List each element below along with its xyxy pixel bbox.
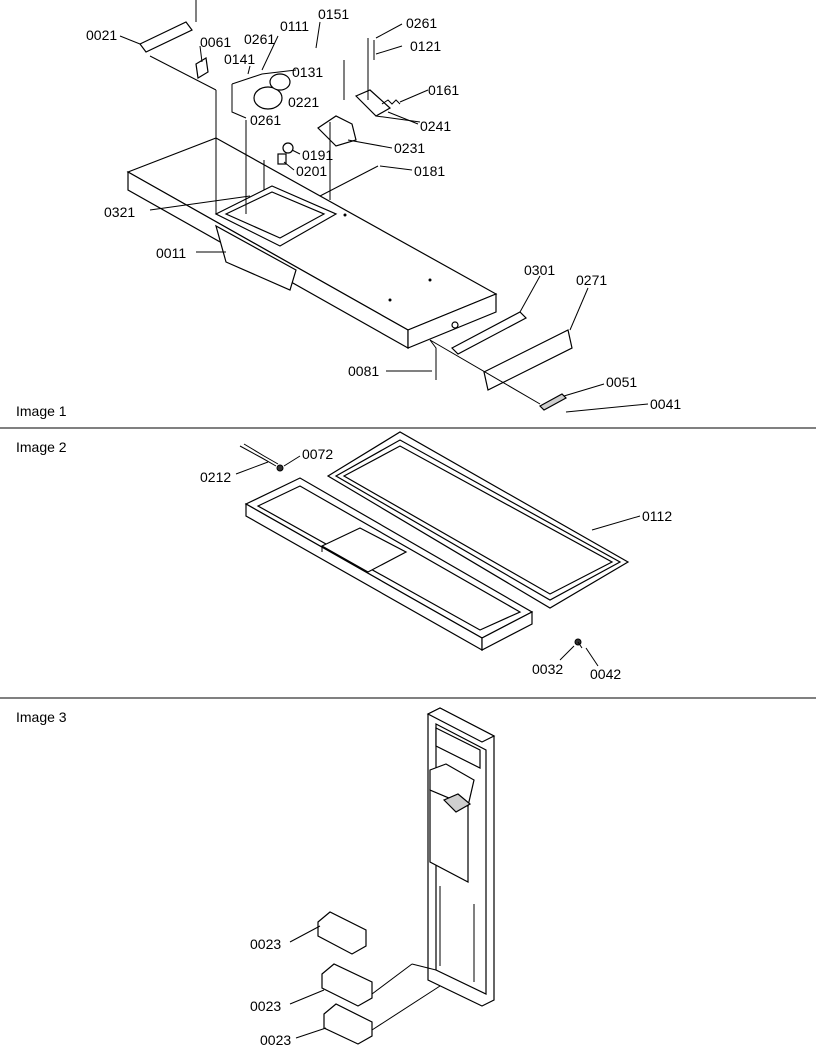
trim-0271: [483, 329, 573, 391]
callout: 0201: [296, 163, 327, 179]
callout: 0081: [348, 363, 379, 379]
callout: 0231: [394, 140, 425, 156]
callout: 0221: [288, 94, 319, 110]
callout: 0021: [86, 27, 117, 43]
callout: 0212: [200, 469, 231, 485]
callout: 0301: [524, 262, 555, 278]
callout: 0023: [250, 936, 281, 952]
light-0051: [539, 393, 567, 411]
callout: 0011: [156, 245, 186, 261]
callout: 0141: [224, 51, 255, 67]
panel-title-3: Image 3: [16, 709, 67, 725]
image1-drawing: [119, 0, 649, 413]
gasket-0112-inner2: [342, 445, 614, 595]
image3-drawing: [289, 707, 496, 1045]
callout: 0042: [590, 666, 621, 682]
grommet-0072: [276, 464, 284, 472]
panel-frame-side: [481, 611, 533, 651]
door-top: [426, 707, 496, 743]
callout: 0051: [606, 374, 637, 390]
door-top-shelf: [435, 727, 481, 769]
callout: 0032: [532, 661, 563, 677]
callout: 0271: [576, 272, 607, 288]
image2-callouts: 0212 0072 0112 0032 0042: [200, 446, 672, 682]
screw: [451, 321, 459, 329]
callout: 0023: [260, 1032, 291, 1048]
bracket-0021: [139, 21, 193, 53]
callout: 0112: [642, 508, 672, 524]
callout: 0061: [200, 34, 231, 50]
callout: 0261: [250, 112, 281, 128]
image1-callouts: 0021 0061 0261 0111 0151 0261 0121 0141 …: [86, 6, 681, 412]
motor-0221: [253, 86, 283, 110]
door-bin-0023: [323, 1003, 373, 1045]
gear-0131: [269, 73, 291, 91]
cover-side: [407, 293, 497, 349]
callout: 0121: [410, 38, 441, 54]
callout: 0261: [244, 31, 275, 47]
callout: 0072: [302, 446, 333, 462]
callout: 0161: [428, 82, 459, 98]
callout: 0261: [406, 15, 437, 31]
panel-title-2: Image 2: [16, 439, 67, 455]
panel-cutout: [320, 527, 408, 573]
switch-0201: [277, 153, 287, 165]
door-bin-0023: [321, 963, 373, 1007]
image2-drawing: [235, 431, 641, 667]
callout: 0131: [292, 64, 323, 80]
dispenser-paddle: [442, 793, 472, 813]
trim-0301: [451, 311, 527, 355]
panel-title-1: Image 1: [16, 403, 67, 419]
callout: 0181: [414, 163, 445, 179]
switch-0191: [282, 142, 294, 154]
callout: 0041: [650, 396, 681, 412]
callout: 0321: [104, 204, 135, 220]
callout: 0023: [250, 998, 281, 1014]
auger-0231: [317, 115, 357, 147]
plug-0061: [195, 57, 209, 79]
callout: 0241: [420, 118, 451, 134]
dispenser-top: [429, 763, 475, 807]
callout: 0191: [302, 147, 333, 163]
callout: 0111: [280, 18, 309, 34]
door-bin-0023: [317, 911, 367, 955]
actuator-0241: [354, 89, 392, 117]
under-housing: [215, 224, 297, 291]
callout: 0151: [318, 6, 349, 22]
dispenser-pocket-inner: [224, 191, 326, 239]
image3-callouts: 0023 0023 0023: [250, 936, 291, 1048]
